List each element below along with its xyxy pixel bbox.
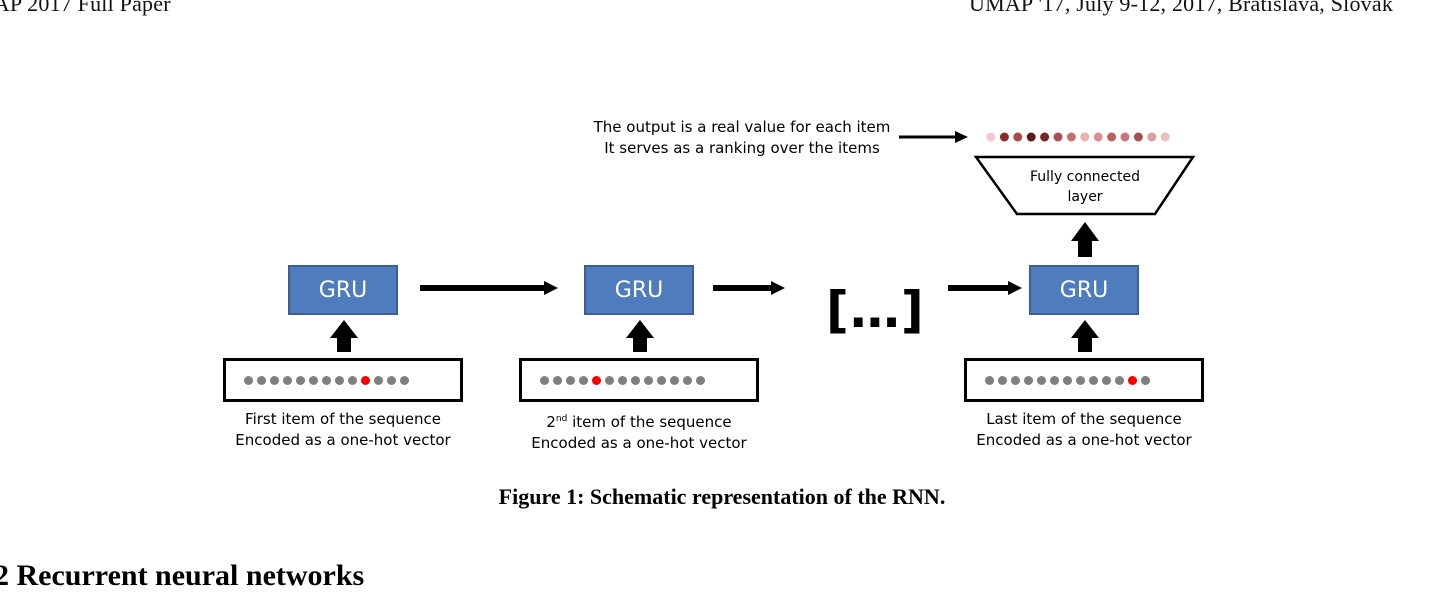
one-hot-dot [1115,375,1124,385]
one-hot-vector-1 [223,358,463,402]
caption-2-rest: item of the sequence [567,413,732,431]
one-hot-dot [244,375,253,385]
output-score-dot [1133,132,1143,142]
input-caption-last-line2: Encoded as a one-hot vector [976,431,1192,449]
up-arrow-input2 [626,320,654,352]
one-hot-dot [618,375,627,385]
one-hot-dot [696,375,705,385]
output-score-dot [1080,132,1090,142]
output-annotation-line1: The output is a real value for each item [593,118,891,136]
output-score-dot [1053,132,1063,142]
ellipsis-bracket: […] [826,281,925,339]
one-hot-dot [605,375,614,385]
one-hot-vector-2 [519,358,759,402]
output-annotation: The output is a real value for each item… [592,117,892,159]
one-hot-active-dot [1128,375,1137,385]
fully-connected-trapezoid [973,155,1196,216]
output-score-dot [1107,132,1117,142]
one-hot-dot [985,375,994,385]
one-hot-active-dot [361,375,370,385]
one-hot-dot [657,375,666,385]
one-hot-dot [322,375,331,385]
one-hot-dot [1089,375,1098,385]
one-hot-dot [348,375,357,385]
one-hot-dot [1063,375,1072,385]
one-hot-dot [387,375,396,385]
output-score-dot [1120,132,1130,142]
running-header-left: MAP 2017 Full Paper [0,0,171,16]
output-score-dot [1040,132,1050,142]
output-score-dot [1093,132,1103,142]
one-hot-dot [296,375,305,385]
running-header-right: UMAP '17, July 9-12, 2017, Bratislava, S… [969,0,1394,16]
one-hot-dot [998,375,1007,385]
one-hot-dot [1037,375,1046,385]
one-hot-dot [670,375,679,385]
one-hot-dot [1141,375,1150,385]
gru-cell-2: GRU [584,265,694,315]
next-section-heading-fragment: 2 Recurrent neural networks [0,559,365,592]
up-arrow-input3 [1071,320,1099,352]
figure-caption: Figure 1: Schematic representation of th… [498,484,946,509]
figure-arrows-layer [330,131,1196,352]
input-caption-1-line1: First item of the sequence [245,410,441,428]
up-arrow-input1 [330,320,358,352]
output-pointer-arrow [899,131,968,143]
output-score-dot [1160,132,1170,142]
fc-label-line1: Fully connected [1030,169,1140,185]
one-hot-dot [335,375,344,385]
one-hot-dot [683,375,692,385]
one-hot-dot [644,375,653,385]
one-hot-dot [553,375,562,385]
gru-cell-1: GRU [288,265,398,315]
one-hot-dot [283,375,292,385]
input-caption-2-line2: Encoded as a one-hot vector [531,434,747,452]
input-caption-1-line2: Encoded as a one-hot vector [235,431,451,449]
one-hot-active-dot [592,375,601,385]
output-score-dot [1013,132,1023,142]
input-caption-last-line1: Last item of the sequence [986,410,1182,428]
up-arrow-to-fc-layer [1071,222,1099,257]
output-score-dot [986,132,996,142]
one-hot-dot [1024,375,1033,385]
output-score-dot [1026,132,1036,142]
one-hot-dot [374,375,383,385]
input-caption-2-line1: 2nd item of the sequence [519,409,759,433]
one-hot-dot [631,375,640,385]
one-hot-dot [566,375,575,385]
output-score-dot [999,132,1009,142]
input-caption-1: First item of the sequence Encoded as a … [223,409,463,451]
gru-cell-last: GRU [1029,265,1139,315]
one-hot-dot [1011,375,1020,385]
one-hot-dot [1076,375,1085,385]
one-hot-dot [270,375,279,385]
one-hot-dot [400,375,409,385]
input-caption-2: 2nd item of the sequence Encoded as a on… [519,409,759,454]
ordinal-suffix: nd [555,414,568,424]
one-hot-dot [257,375,266,385]
ordinal-number: 2 [546,413,556,431]
fc-label-line2: layer [1067,189,1103,205]
output-vector [986,132,1170,142]
one-hot-dot [309,375,318,385]
one-hot-dot [579,375,588,385]
one-hot-dot [540,375,549,385]
horizontal-arrow-gru2-to-ellipsis [713,281,785,295]
horizontal-arrow-gru1-to-gru2 [420,281,558,295]
output-score-dot [1066,132,1076,142]
horizontal-arrow-ellipsis-to-gru3 [948,281,1022,295]
fully-connected-label: Fully connected layer [1011,167,1159,207]
one-hot-dot [1050,375,1059,385]
input-caption-last: Last item of the sequence Encoded as a o… [964,409,1204,451]
output-annotation-line2: It serves as a ranking over the items [604,139,880,157]
one-hot-dot [1102,375,1111,385]
one-hot-vector-last [964,358,1204,402]
output-score-dot [1147,132,1157,142]
